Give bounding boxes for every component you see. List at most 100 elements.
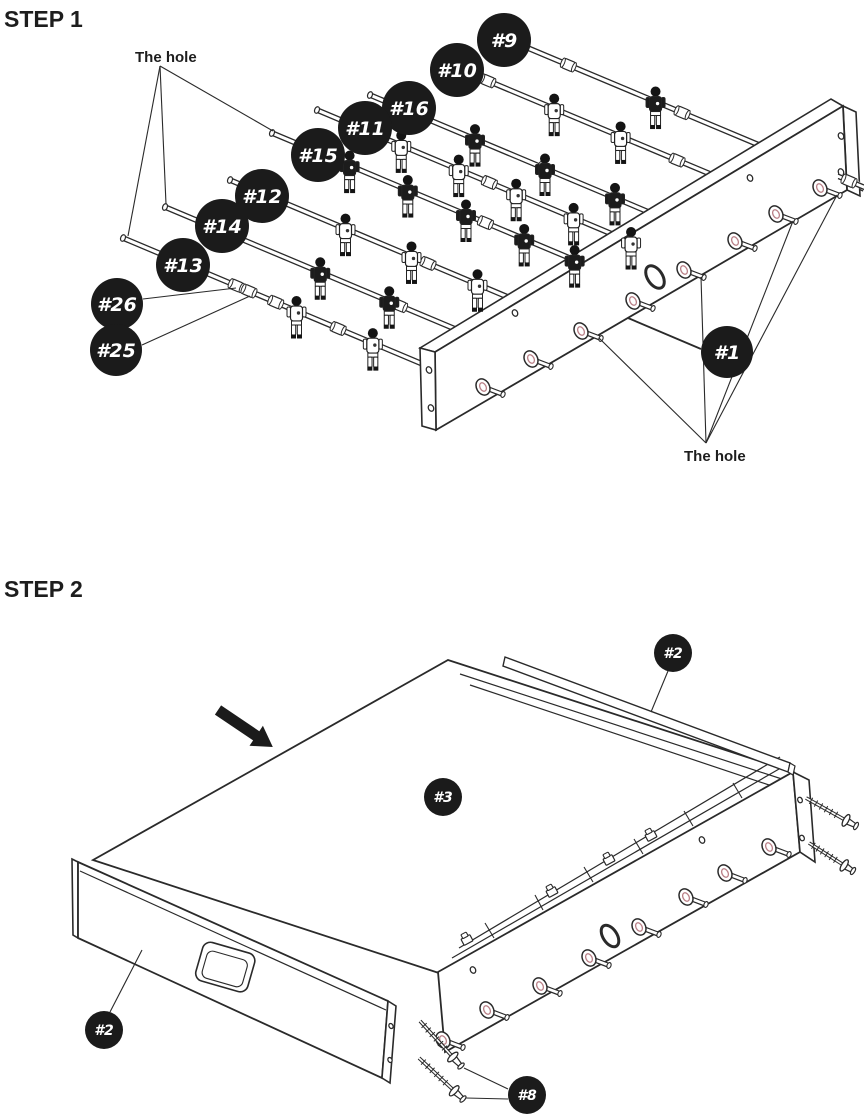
cabinet-right-end: [792, 770, 816, 864]
panel-grommet: [532, 977, 563, 997]
panel-grommet: [435, 1031, 466, 1051]
foosball-player-light: [362, 328, 383, 371]
rod-pin-tip: [504, 1014, 510, 1021]
foosball-player-light: [506, 178, 527, 222]
foosball-player-dark: [310, 257, 331, 300]
rod-pin-tip: [742, 877, 748, 884]
ball-serve-hole: [599, 923, 621, 949]
rod-nut: [545, 883, 559, 898]
leader-line: [127, 65, 161, 237]
rod-nut: [460, 931, 474, 946]
foosball-player-dark: [605, 182, 625, 226]
step2-parts-layer: [71, 656, 860, 1103]
step1-title: STEP 1: [4, 6, 83, 32]
badge-25-label: #25: [96, 340, 136, 362]
panel-grommet: [717, 864, 748, 884]
foosball-player-light: [401, 241, 422, 284]
rod-pin-tip: [500, 391, 506, 398]
leader-line: [705, 194, 838, 444]
screw: [418, 1019, 465, 1070]
pilot-hole: [511, 309, 519, 317]
rail-crossbar: [534, 894, 544, 911]
panel-grommet: [475, 378, 506, 398]
rod-pin-tip: [548, 363, 554, 370]
badge-2-bottom: #2: [85, 1011, 123, 1049]
rod-pin-tip: [752, 245, 758, 252]
badge-8-label: #8: [517, 1088, 537, 1104]
badge-11-label: #11: [345, 118, 385, 140]
rod-bushing: [240, 283, 258, 299]
foosball-player-light: [391, 130, 412, 173]
leader-line: [705, 220, 794, 444]
panel-grommet: [678, 888, 709, 908]
pilot-hole: [388, 1022, 394, 1030]
badge-8-leader: [465, 1097, 509, 1100]
leader-line: [159, 65, 167, 205]
badge-14: #14: [195, 199, 249, 253]
foosball-player-light: [610, 121, 631, 164]
badge-13: #13: [156, 238, 210, 292]
badge-16-label: #16: [389, 98, 429, 120]
foosball-player-dark: [535, 153, 555, 196]
rod-bushing: [267, 294, 285, 310]
panel-grommet: [479, 1001, 510, 1021]
rod-end-hole: [268, 129, 276, 137]
panel-grommet: [761, 838, 792, 858]
pilot-hole: [427, 404, 435, 412]
front-panel-top-inner: [79, 870, 387, 1011]
foosball-player-light: [621, 227, 642, 270]
panel-grommet: [625, 292, 656, 312]
rod-end-hole: [226, 176, 234, 184]
ball-serve-hole: [644, 264, 666, 290]
badge-10-label: #10: [437, 60, 477, 82]
pilot-hole: [469, 966, 477, 974]
step2-title: STEP 2: [4, 576, 83, 602]
badge-26-label: #26: [97, 294, 137, 316]
rail-crossbar: [683, 810, 694, 827]
badge-3: #3: [424, 778, 462, 816]
screw: [417, 1056, 467, 1103]
badge-2-top: #2: [654, 634, 692, 672]
badge-15-label: #15: [298, 145, 338, 167]
badge-10: #10: [430, 43, 484, 97]
foosball-player-dark: [564, 245, 585, 288]
foosball-player-dark: [514, 223, 535, 267]
panel-grommet: [523, 350, 554, 370]
rod-pin-tip: [598, 335, 604, 342]
badge-13-label: #13: [163, 255, 203, 277]
rod-pin-tip: [656, 931, 662, 938]
screw-head: [448, 1085, 460, 1097]
rod-end-hole: [366, 91, 374, 99]
pilot-hole: [698, 836, 706, 844]
rod-pin-tip: [701, 274, 707, 281]
badge-26: #26: [91, 278, 143, 330]
rail-crossbar: [484, 922, 495, 939]
badge-1-label: #1: [714, 342, 740, 364]
foosball-player-light: [467, 269, 488, 312]
rod-end-hole: [313, 106, 321, 114]
pilot-hole: [837, 132, 845, 140]
rod-pin-tip: [557, 990, 563, 997]
rod-pin-tip: [786, 851, 792, 858]
rod-bushing: [419, 255, 437, 271]
badge-8: #8: [508, 1076, 546, 1114]
badge-12: #12: [235, 169, 289, 223]
badge-15: #15: [291, 128, 345, 182]
badge-1-leader: [627, 317, 702, 350]
panel-grommet: [768, 205, 799, 225]
screw-head: [447, 1051, 459, 1063]
slide-direction-arrow: [214, 705, 273, 747]
badge-8-leader: [463, 1067, 509, 1090]
pilot-hole: [799, 834, 805, 842]
badge-9: #9: [477, 13, 531, 67]
badge-2-top-leader: [650, 670, 669, 713]
rod-bushing: [559, 57, 577, 73]
panel-grommet: [727, 232, 758, 252]
handle-recess: [194, 941, 256, 993]
panel-grommet: [631, 918, 662, 938]
panel-face: [434, 104, 848, 432]
rail-crossbar: [633, 838, 644, 855]
badge-9-label: #9: [491, 30, 517, 52]
badge-16: #16: [382, 81, 436, 135]
